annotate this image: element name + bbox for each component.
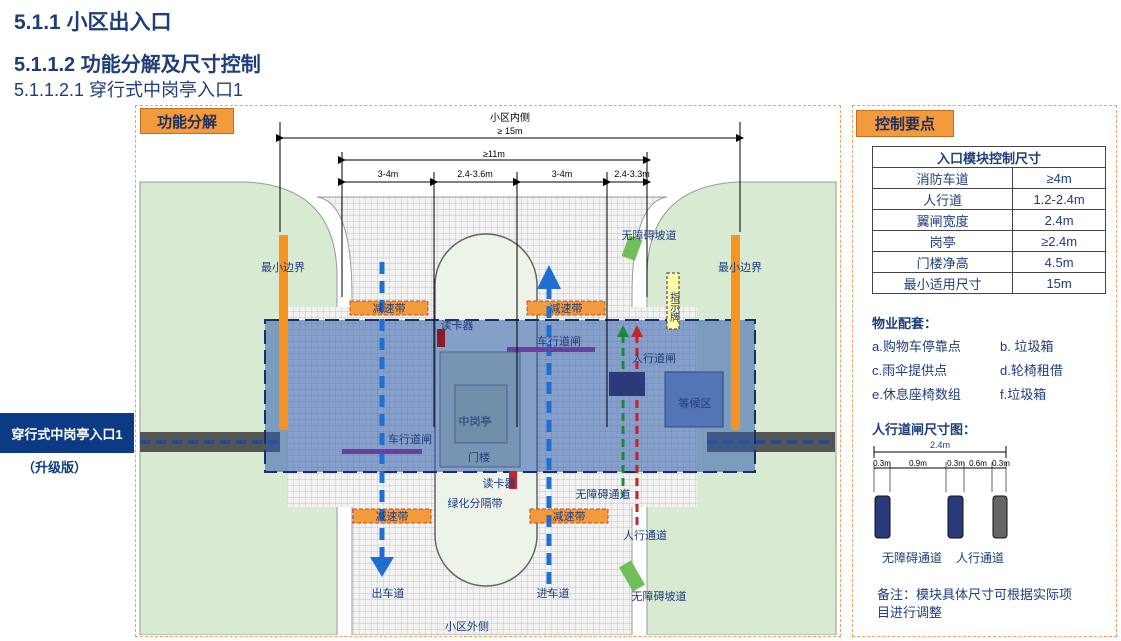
- section-title: 5.1.1 小区出入口: [14, 11, 172, 34]
- svg-text:0.9m: 0.9m: [909, 459, 927, 468]
- control-tag: 控制要点: [856, 110, 954, 137]
- svg-text:≥ 15m: ≥ 15m: [498, 126, 523, 136]
- diagram-frame: [135, 105, 841, 637]
- svg-text:减速带: 减速带: [550, 302, 583, 315]
- spec-table-header: 入口模块控制尺寸: [872, 146, 1106, 168]
- svg-text:读卡器: 读卡器: [441, 318, 474, 332]
- sub-subsection-title: 5.1.1.2.1 穿行式中岗亭入口1: [14, 80, 244, 100]
- function-overlay: [264, 319, 756, 473]
- svg-text:中岗亭: 中岗亭: [459, 414, 492, 428]
- svg-text:0.3m: 0.3m: [992, 459, 1010, 468]
- svg-text:出车道: 出车道: [372, 586, 405, 600]
- svg-text:2.4-3.6m: 2.4-3.6m: [457, 169, 493, 179]
- gate-label-barrier-free: 无障碍通道: [882, 551, 943, 565]
- svg-text:门楼: 门楼: [468, 450, 490, 464]
- entrance-plan-diagram: 小区内侧 ≥ 15m ≥11m 3-4m 2.4-3.6m 3-4m 2.4-3…: [139, 111, 837, 635]
- facility-item: a.购物车停靠点: [872, 339, 961, 354]
- svg-text:2.4m: 2.4m: [930, 440, 950, 450]
- diagram-tag: 功能分解: [140, 108, 234, 134]
- facility-item: e.休息座椅数组: [872, 387, 961, 402]
- svg-text:人行道闸: 人行道闸: [632, 351, 676, 365]
- facility-item: b. 垃圾箱: [1000, 339, 1054, 354]
- facilities-title: 物业配套：: [872, 316, 938, 331]
- svg-text:3-4m: 3-4m: [378, 169, 399, 179]
- control-frame: [852, 105, 1117, 637]
- svg-text:0.3m: 0.3m: [873, 459, 891, 468]
- svg-text:车行道闸: 车行道闸: [537, 334, 581, 348]
- facility-item: f.垃圾箱: [1000, 387, 1047, 402]
- svg-text:进车道: 进车道: [537, 586, 570, 600]
- svg-text:小区外侧: 小区外侧: [445, 620, 489, 633]
- svg-text:0.6m: 0.6m: [969, 459, 987, 468]
- svg-text:减速带: 减速带: [553, 510, 586, 523]
- svg-text:等候区: 等候区: [679, 396, 712, 410]
- gate-size-diagram: 2.4m 0.3m 0.9m 0.3m 0.6m 0.3m: [873, 440, 1010, 539]
- svg-text:车行道闸: 车行道闸: [388, 432, 432, 446]
- svg-text:小区内侧: 小区内侧: [490, 111, 530, 124]
- svg-text:最小边界: 最小边界: [718, 261, 762, 274]
- svg-text:最小边界: 最小边界: [261, 261, 305, 274]
- sidebar-tag: 穿行式中岗亭入口1: [0, 413, 134, 453]
- svg-text:人行通道: 人行通道: [623, 528, 667, 542]
- table-row: 消防车道≥4m: [871, 167, 1106, 189]
- svg-text:3-4m: 3-4m: [552, 169, 573, 179]
- svg-text:0.3m: 0.3m: [947, 459, 965, 468]
- gate-size-title: 人行道闸尺寸图：: [872, 422, 977, 437]
- note-text: 备注：模块具体尺寸可根据实际项目进行调整: [877, 587, 1073, 620]
- svg-text:绿化分隔带: 绿化分隔带: [448, 496, 503, 510]
- boundary-post-left: [279, 235, 288, 430]
- svg-text:2.4-3.3m: 2.4-3.3m: [614, 169, 650, 179]
- svg-text:减速带: 减速带: [376, 510, 409, 523]
- facility-item: c.雨伞提供点: [872, 363, 948, 378]
- sidebar-subtitle: （升级版）: [22, 460, 88, 475]
- svg-text:无障碍坡道: 无障碍坡道: [622, 228, 677, 242]
- svg-text:≥11m: ≥11m: [483, 149, 505, 159]
- table-row: 岗亭≥2.4m: [871, 230, 1106, 252]
- gate-label-pedestrian: 人行通道: [956, 551, 1005, 565]
- subsection-title: 5.1.1.2 功能分解及尺寸控制: [14, 54, 261, 76]
- svg-text:无障碍坡道: 无障碍坡道: [632, 589, 687, 603]
- svg-text:无障碍通道: 无障碍通道: [576, 487, 631, 501]
- facility-item: d.轮椅租借: [1000, 363, 1063, 378]
- boundary-post-right: [731, 235, 740, 430]
- svg-text:读卡器: 读卡器: [483, 476, 516, 490]
- svg-text:指示牌: 指示牌: [668, 291, 680, 323]
- svg-text:减速带: 减速带: [373, 302, 406, 315]
